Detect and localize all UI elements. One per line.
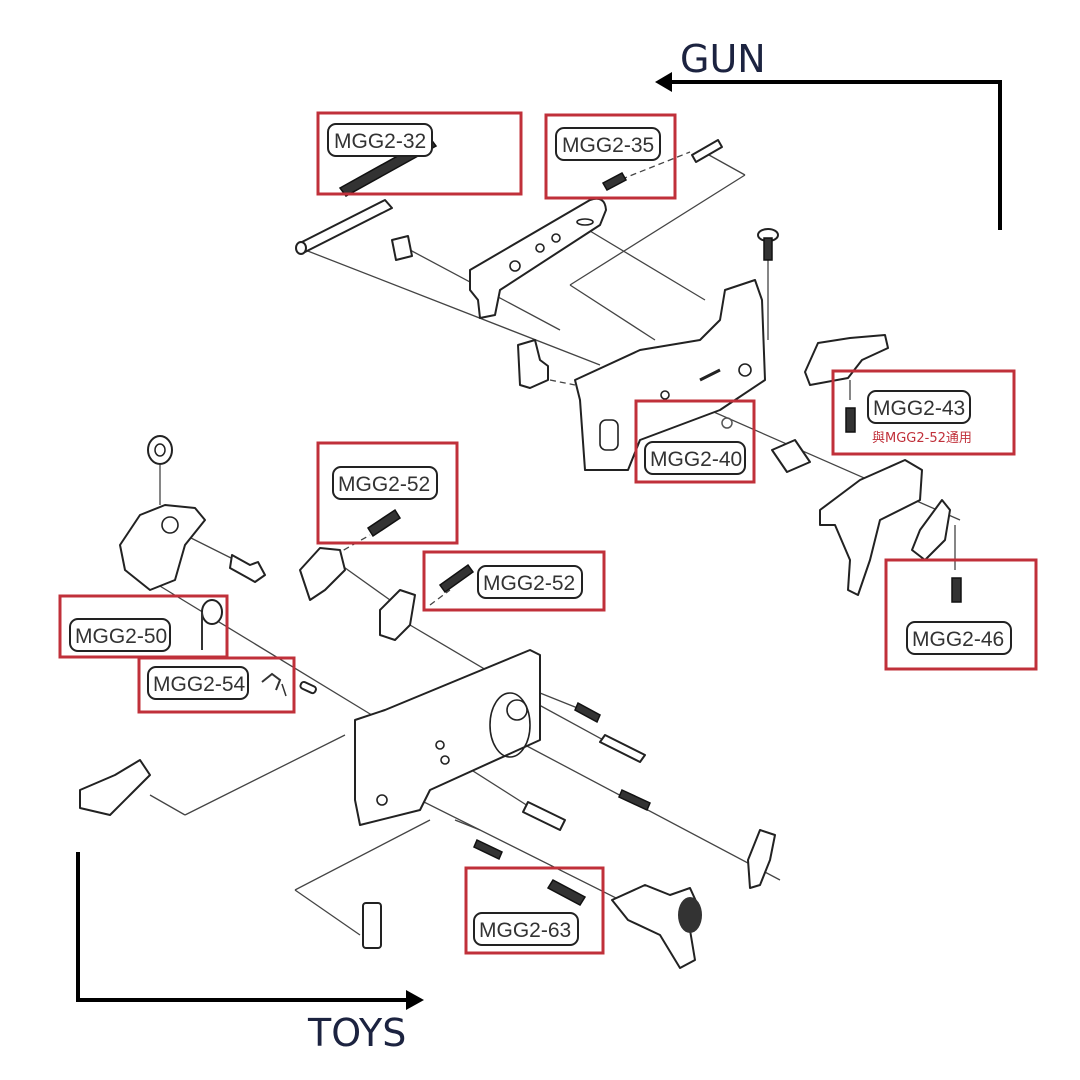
part-number-label: MGG2-52 bbox=[338, 473, 430, 496]
toys-direction-arrow bbox=[76, 852, 424, 1010]
compatibility-note: 與MGG2-52通用 bbox=[872, 431, 972, 446]
part-number-label: MGG2-63 bbox=[479, 919, 571, 942]
small-spring-46-part bbox=[951, 577, 962, 603]
slide-stop-part bbox=[79, 759, 151, 816]
block-part bbox=[391, 235, 413, 261]
part-number-label: MGG2-32 bbox=[334, 130, 426, 153]
pin-part bbox=[295, 199, 393, 255]
toys-label: TOYS bbox=[307, 1011, 406, 1055]
pin-lower-1-part bbox=[599, 734, 646, 763]
screw-lower-2-part bbox=[618, 788, 651, 812]
part-number-label: MGG2-54 bbox=[153, 673, 246, 696]
callout-mgg2-35[interactable]: MGG2-35 bbox=[544, 113, 677, 200]
gun-label: GUN bbox=[680, 37, 766, 81]
spring-63-part bbox=[546, 879, 587, 906]
screw-lower-3-part bbox=[473, 838, 503, 861]
sear-block-part-2 bbox=[379, 589, 416, 641]
callout-mgg2-50[interactable]: MGG2-50 bbox=[58, 594, 229, 659]
trigger-part bbox=[819, 459, 923, 596]
washer-part bbox=[147, 435, 173, 465]
part-number-label: MGG2-52 bbox=[483, 572, 575, 595]
disconnector-bar-part bbox=[469, 197, 607, 319]
sear-block-part-1 bbox=[299, 547, 346, 601]
small-spring-43-part bbox=[845, 407, 856, 433]
pin-lower-2-part bbox=[522, 801, 566, 831]
callout-mgg2-46[interactable]: MGG2-46 bbox=[884, 558, 1038, 671]
small-block-part bbox=[362, 902, 382, 949]
torsion-spring-part bbox=[201, 599, 223, 650]
callout-mgg2-32[interactable]: MGG2-32 bbox=[316, 111, 523, 196]
callout-mgg2-40[interactable]: MGG2-40 bbox=[634, 399, 756, 484]
part-number-label: MGG2-35 bbox=[562, 134, 654, 157]
sear-part bbox=[804, 334, 889, 386]
part-number-label: MGG2-43 bbox=[873, 397, 965, 420]
trigger-bar-part bbox=[911, 499, 951, 561]
bushing-part bbox=[771, 439, 811, 473]
upper-frame-part bbox=[574, 279, 766, 471]
callout-mgg2-52-upper[interactable]: MGG2-52 bbox=[316, 441, 459, 545]
hammer-pin-part bbox=[229, 554, 266, 583]
small-spring-35-part bbox=[601, 139, 723, 192]
part-number-label: MGG2-50 bbox=[75, 625, 167, 648]
hammer-part bbox=[119, 504, 206, 591]
callout-mgg2-52-lower[interactable]: MGG2-52 bbox=[422, 550, 606, 612]
safety-lever-part bbox=[611, 884, 702, 969]
part-number-label: MGG2-40 bbox=[650, 448, 742, 471]
e-clip-part bbox=[721, 417, 733, 429]
screw-part bbox=[757, 228, 779, 261]
lower-frame-part bbox=[354, 649, 541, 826]
lever-part bbox=[517, 339, 549, 389]
part-number-label: MGG2-46 bbox=[912, 628, 1004, 651]
callout-mgg2-54[interactable]: MGG2-54 bbox=[137, 656, 296, 714]
gun-direction-arrow bbox=[655, 72, 1002, 230]
clip-54-part bbox=[261, 672, 317, 697]
callout-mgg2-43[interactable]: MGG2-43 與MGG2-52通用 bbox=[831, 369, 1016, 456]
spring-52a-part bbox=[366, 508, 402, 538]
grip-safety-part bbox=[747, 829, 776, 889]
spring-52b-part bbox=[438, 563, 475, 594]
screw-lower-1-part bbox=[574, 701, 601, 724]
callout-mgg2-63[interactable]: MGG2-63 bbox=[464, 866, 605, 955]
